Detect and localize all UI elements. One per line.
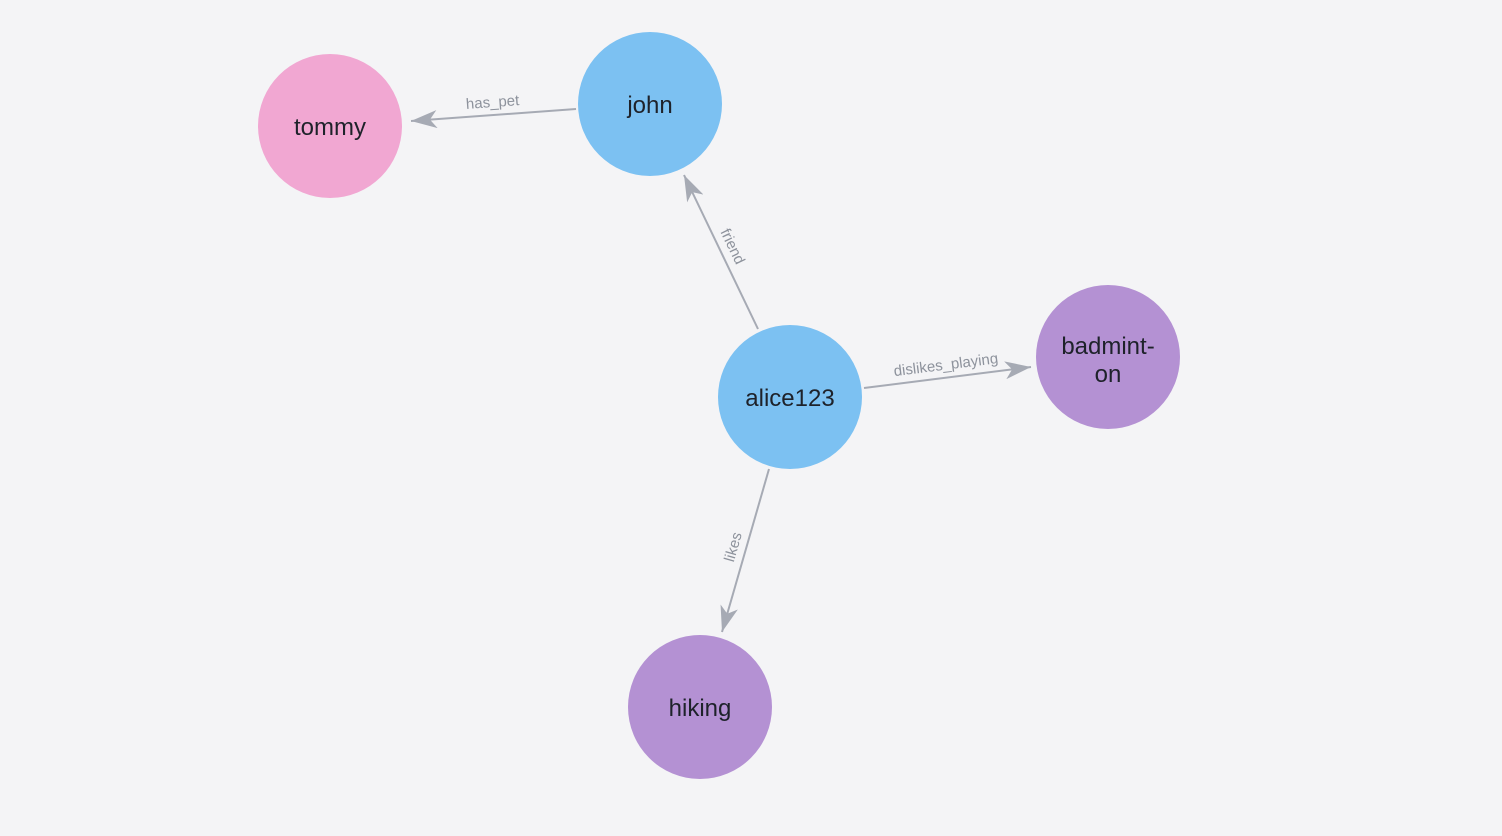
node-alice123[interactable]: alice123 <box>718 325 862 469</box>
edge-line-likes[interactable] <box>720 468 770 633</box>
node-caption-tommy: tommy <box>294 114 366 141</box>
node-hiking[interactable]: hiking <box>628 635 772 779</box>
node-caption-john: john <box>626 92 672 119</box>
node-caption-badminton-line2: on <box>1095 361 1122 388</box>
node-circle-alice123[interactable] <box>718 325 862 469</box>
node-caption-badminton: badmint-on <box>1061 333 1154 388</box>
edge-label-has_pet[interactable]: has_pet <box>465 92 520 113</box>
node-badminton[interactable]: badmint-on <box>1036 285 1180 429</box>
node-john[interactable]: john <box>578 32 722 176</box>
node-tommy[interactable]: tommy <box>258 54 402 198</box>
node-caption-alice123: alice123 <box>745 385 834 412</box>
node-circle-badminton[interactable] <box>1036 285 1180 429</box>
node-circle-tommy[interactable] <box>258 54 402 198</box>
node-caption-hiking: hiking <box>669 695 732 722</box>
edge-line-has_pet[interactable] <box>410 108 577 129</box>
node-caption-badminton-line1: badmint- <box>1061 333 1154 360</box>
edge-line-dislikes_playing[interactable] <box>863 361 1032 389</box>
edge-line-friend[interactable] <box>683 174 759 330</box>
node-circle-hiking[interactable] <box>628 635 772 779</box>
nodes-layer: tommy john alice123 badmint-on hiking <box>258 32 1180 779</box>
edge-john-has_pet-tommy: has_pet <box>410 92 577 129</box>
node-circle-john[interactable] <box>578 32 722 176</box>
